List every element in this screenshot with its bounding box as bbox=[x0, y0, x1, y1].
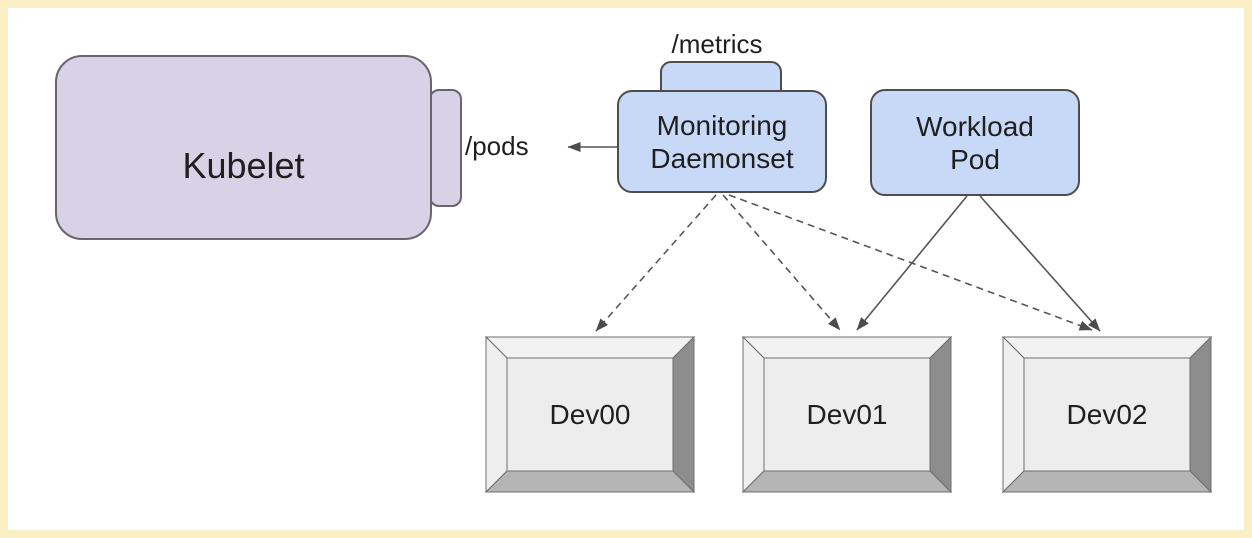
device-node-dev00: Dev00 bbox=[485, 336, 695, 493]
kubelet-label: Kubelet bbox=[182, 145, 305, 186]
monitoring-daemonset-label: Monitoring Daemonset bbox=[650, 109, 794, 174]
device-face bbox=[1023, 357, 1191, 472]
monitoring-daemonset-node: Monitoring Daemonset bbox=[617, 90, 827, 193]
edge-daemonset-to-dev00 bbox=[595, 194, 717, 332]
edge-daemonset-to-dev01 bbox=[722, 194, 841, 331]
device-3d-frame bbox=[1002, 336, 1212, 493]
device-face bbox=[763, 357, 931, 472]
device-node-dev01: Dev01 bbox=[742, 336, 952, 493]
device-3d-frame bbox=[742, 336, 952, 493]
pods-endpoint-label: /pods bbox=[465, 131, 529, 161]
device-label: Dev02 bbox=[1066, 398, 1148, 430]
device-face bbox=[506, 357, 674, 472]
workload-pod-label: Workload Pod bbox=[916, 110, 1034, 175]
device-3d-frame bbox=[485, 336, 695, 493]
edge-daemonset-to-dev02 bbox=[728, 194, 1093, 331]
metrics-endpoint-label: /metrics bbox=[671, 29, 763, 59]
workload-pod-node: Workload Pod bbox=[870, 89, 1080, 196]
kubelet-pods-endpoint-tab bbox=[429, 89, 462, 207]
device-node-dev02: Dev02 bbox=[1002, 336, 1212, 493]
device-label: Dev01 bbox=[806, 398, 888, 430]
kubelet-node: Kubelet bbox=[55, 55, 432, 240]
device-label: Dev00 bbox=[549, 398, 631, 430]
edge-workload-to-dev01 bbox=[856, 195, 968, 331]
edge-workload-to-dev02 bbox=[979, 195, 1101, 332]
